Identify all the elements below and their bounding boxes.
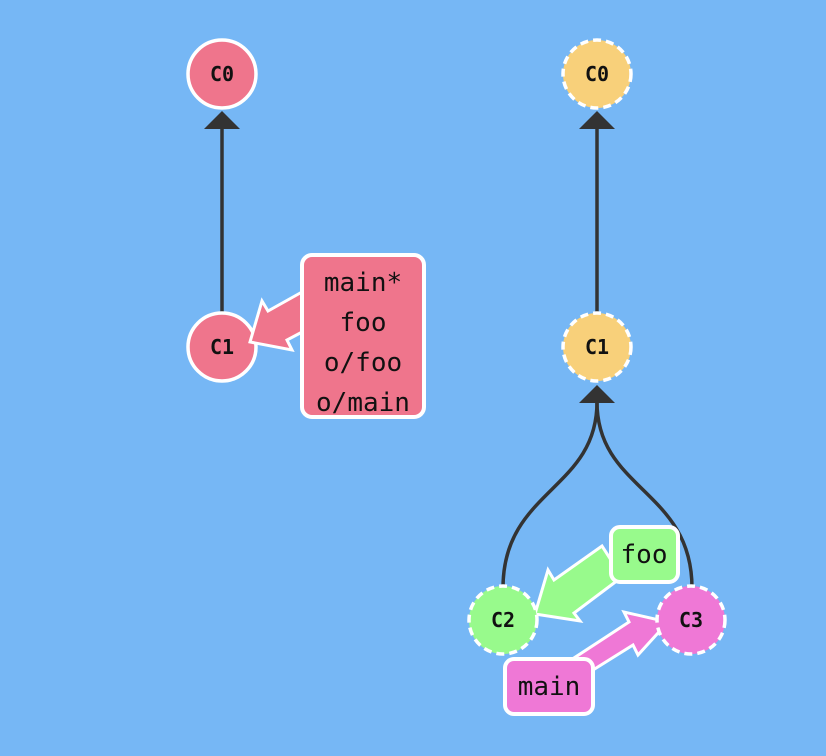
remote-foo-label[interactable]: foo xyxy=(621,540,668,570)
branch-label-o-main[interactable]: o/main xyxy=(316,388,410,418)
remote-main-label[interactable]: main xyxy=(518,672,581,702)
remote-edge-c2-c1 xyxy=(501,401,599,589)
remote-commit-c0-circle xyxy=(561,38,633,110)
remote-edge-c1-arrowhead xyxy=(579,385,615,403)
remote-foo-box xyxy=(609,525,680,584)
remote-commit-c2-circle xyxy=(467,584,539,656)
local-branch-labels[interactable]: main* foo o/foo o/main xyxy=(300,253,426,419)
local-edge-arrowhead xyxy=(204,111,240,129)
branch-label-main[interactable]: main* xyxy=(324,268,402,298)
remote-commit-c3[interactable]: C3 xyxy=(655,584,727,656)
remote-commit-c2[interactable]: C2 xyxy=(467,584,539,656)
local-commit-c1-circle xyxy=(186,311,258,383)
remote-commit-c0-label: C0 xyxy=(585,62,609,86)
remote-edge-arrowhead xyxy=(579,111,615,129)
remote-main-branch[interactable]: main xyxy=(503,657,595,716)
remote-commit-c1[interactable]: C1 xyxy=(561,311,633,383)
remote-edge-c3-c1 xyxy=(595,401,694,589)
remote-edge-c1-c0 xyxy=(579,111,615,318)
local-commit-c0-circle xyxy=(186,38,258,110)
branch-label-foo[interactable]: foo xyxy=(340,308,387,338)
local-commit-c1[interactable]: C1 xyxy=(186,311,258,383)
remote-main-box xyxy=(503,657,595,716)
remote-main-arrow xyxy=(571,609,671,678)
remote-commit-c1-circle xyxy=(561,311,633,383)
local-repo: C0 C1 main* foo o/foo o/main xyxy=(186,38,426,419)
local-commit-c0-label: C0 xyxy=(210,62,234,86)
local-commit-c1-label: C1 xyxy=(210,335,234,359)
local-edge-c1-c0 xyxy=(204,111,240,318)
remote-edges-to-c1 xyxy=(501,385,694,589)
remote-commit-c1-label: C1 xyxy=(585,335,609,359)
remote-foo-arrow xyxy=(533,543,625,624)
remote-commit-c3-label: C3 xyxy=(679,608,703,632)
remote-foo-branch[interactable]: foo xyxy=(609,525,680,584)
branch-label-o-foo[interactable]: o/foo xyxy=(324,348,402,378)
remote-commit-c3-circle xyxy=(655,584,727,656)
remote-commit-c2-label: C2 xyxy=(491,608,515,632)
remote-commit-c0[interactable]: C0 xyxy=(561,38,633,110)
local-commit-c0[interactable]: C0 xyxy=(186,38,258,110)
local-branch-box xyxy=(300,253,426,419)
remote-repo: C0 C1 C2 C3 foo main xyxy=(467,38,727,716)
